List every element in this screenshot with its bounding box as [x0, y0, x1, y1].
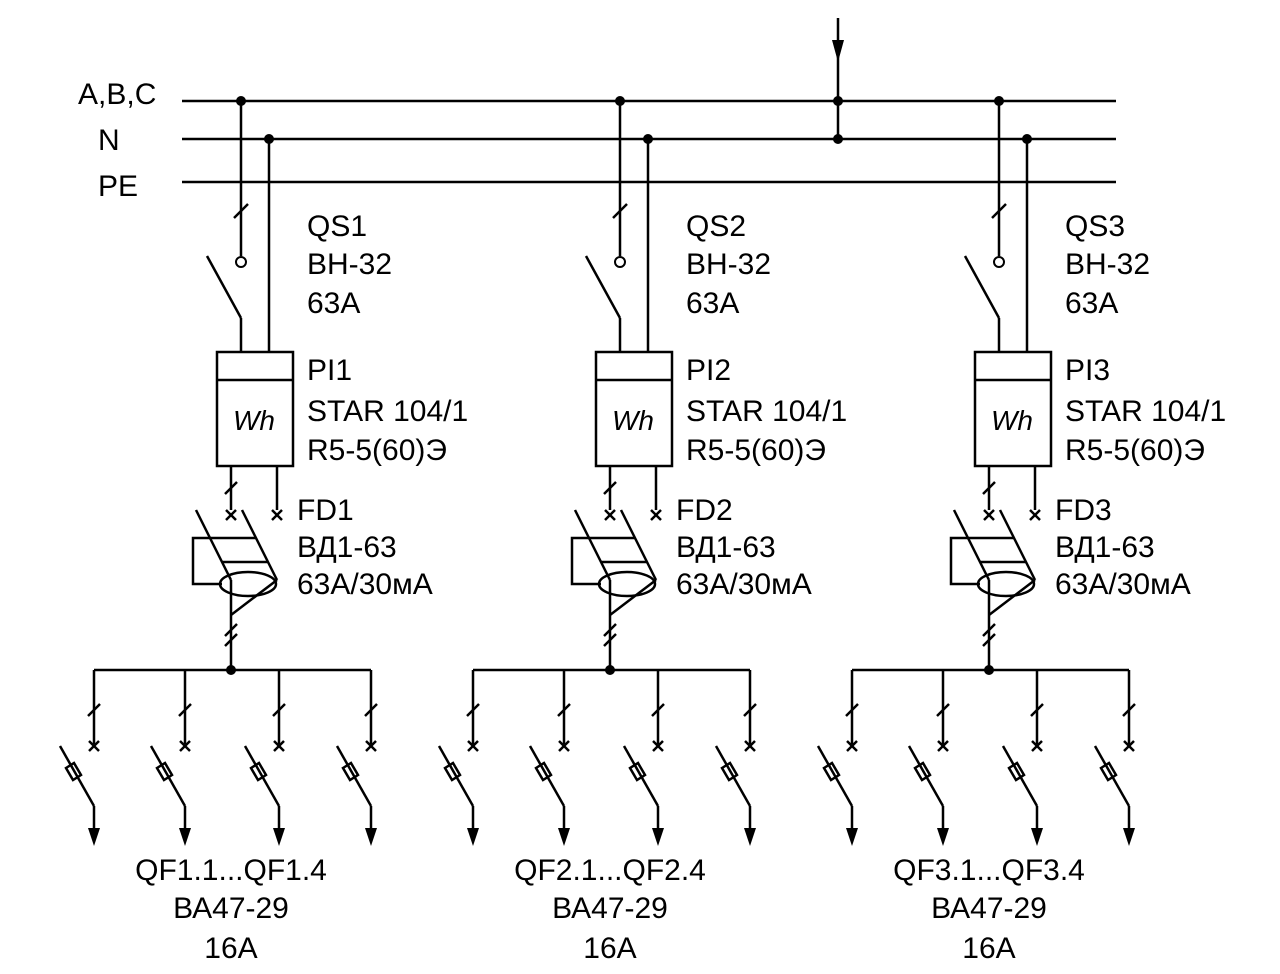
energy-meter-symbol: Wh — [594, 350, 674, 468]
pi-rating-label: R5-5(60)Э — [686, 434, 826, 467]
rcd-symbol — [191, 466, 283, 670]
meter-wh-label: Wh — [612, 405, 654, 436]
down-arrow-icon — [365, 828, 377, 846]
down-arrow-icon — [179, 828, 191, 846]
switch-disconnector-symbol — [963, 101, 1029, 352]
down-arrow-icon — [937, 828, 949, 846]
energy-meter-symbol: Wh — [973, 350, 1053, 468]
pi-id-label: PI3 — [1065, 354, 1110, 387]
down-arrow-icon — [846, 828, 858, 846]
qs-id-label: QS2 — [686, 210, 746, 243]
circuit-breaker-symbol — [622, 670, 665, 846]
fd-type-label: ВД1-63 — [297, 531, 397, 564]
down-arrow-icon — [1031, 828, 1043, 846]
pi-rating-label: R5-5(60)Э — [307, 434, 447, 467]
fd-rating-label: 63А/30мА — [1055, 568, 1191, 601]
incoming-arrow-icon — [832, 40, 844, 62]
circuit-breaker-symbol — [1093, 670, 1136, 846]
qs-type-label: ВН-32 — [1065, 248, 1150, 281]
bus-label-n: N — [98, 124, 120, 157]
qs-id-label: QS3 — [1065, 210, 1125, 243]
qs-id-label: QS1 — [307, 210, 367, 243]
down-arrow-icon — [273, 828, 285, 846]
qf-type-label: ВА47-29 — [552, 892, 668, 925]
fd-rating-label: 63А/30мА — [297, 568, 433, 601]
fd-type-label: ВД1-63 — [676, 531, 776, 564]
fd-id-label: FD2 — [676, 494, 733, 527]
circuit-breaker-symbol — [149, 670, 192, 846]
bus-label-pe: PE — [98, 170, 138, 203]
down-arrow-icon — [1123, 828, 1135, 846]
circuit-breaker-symbol — [335, 670, 378, 846]
qf-rating-label: 16А — [962, 932, 1015, 965]
fd-id-label: FD3 — [1055, 494, 1112, 527]
qf-ids-label: QF3.1...QF3.4 — [893, 854, 1085, 887]
pi-type-label: STAR 104/1 — [686, 395, 847, 428]
fd-id-label: FD1 — [297, 494, 354, 527]
down-arrow-icon — [652, 828, 664, 846]
pi-type-label: STAR 104/1 — [307, 395, 468, 428]
circuit-breaker-symbol — [907, 670, 950, 846]
qf-ids-label: QF1.1...QF1.4 — [135, 854, 327, 887]
switch-disconnector-symbol — [584, 101, 650, 352]
qf-type-label: ВА47-29 — [173, 892, 289, 925]
circuit-breaker-symbol — [816, 670, 859, 846]
qf-rating-label: 16А — [204, 932, 257, 965]
energy-meter-symbol: Wh — [215, 350, 295, 468]
pi-type-label: STAR 104/1 — [1065, 395, 1226, 428]
down-arrow-icon — [467, 828, 479, 846]
qf-rating-label: 16А — [583, 932, 636, 965]
circuit-breaker-symbol — [243, 670, 286, 846]
qf-ids-label: QF2.1...QF2.4 — [514, 854, 706, 887]
pi-id-label: PI1 — [307, 354, 352, 387]
qs-type-label: ВН-32 — [686, 248, 771, 281]
qs-type-label: ВН-32 — [307, 248, 392, 281]
pi-rating-label: R5-5(60)Э — [1065, 434, 1205, 467]
qs-rating-label: 63А — [1065, 287, 1118, 320]
qf-type-label: ВА47-29 — [931, 892, 1047, 925]
bus-label-abc: A,B,C — [78, 78, 156, 111]
meter-wh-label: Wh — [991, 405, 1033, 436]
circuit-breaker-symbol — [58, 670, 101, 846]
fd-rating-label: 63А/30мА — [676, 568, 812, 601]
incoming-feeder — [832, 18, 844, 144]
pi-id-label: PI2 — [686, 354, 731, 387]
circuit-breaker-symbol — [1001, 670, 1044, 846]
down-arrow-icon — [744, 828, 756, 846]
down-arrow-icon — [88, 828, 100, 846]
qs-rating-label: 63А — [307, 287, 360, 320]
meter-wh-label: Wh — [233, 405, 275, 436]
qs-rating-label: 63А — [686, 287, 739, 320]
fd-type-label: ВД1-63 — [1055, 531, 1155, 564]
circuit-breaker-symbol — [437, 670, 480, 846]
down-arrow-icon — [558, 828, 570, 846]
rcd-symbol — [570, 466, 662, 670]
rcd-symbol — [949, 466, 1041, 670]
switch-disconnector-symbol — [205, 101, 271, 352]
circuit-breaker-symbol — [528, 670, 571, 846]
circuit-breaker-symbol — [714, 670, 757, 846]
